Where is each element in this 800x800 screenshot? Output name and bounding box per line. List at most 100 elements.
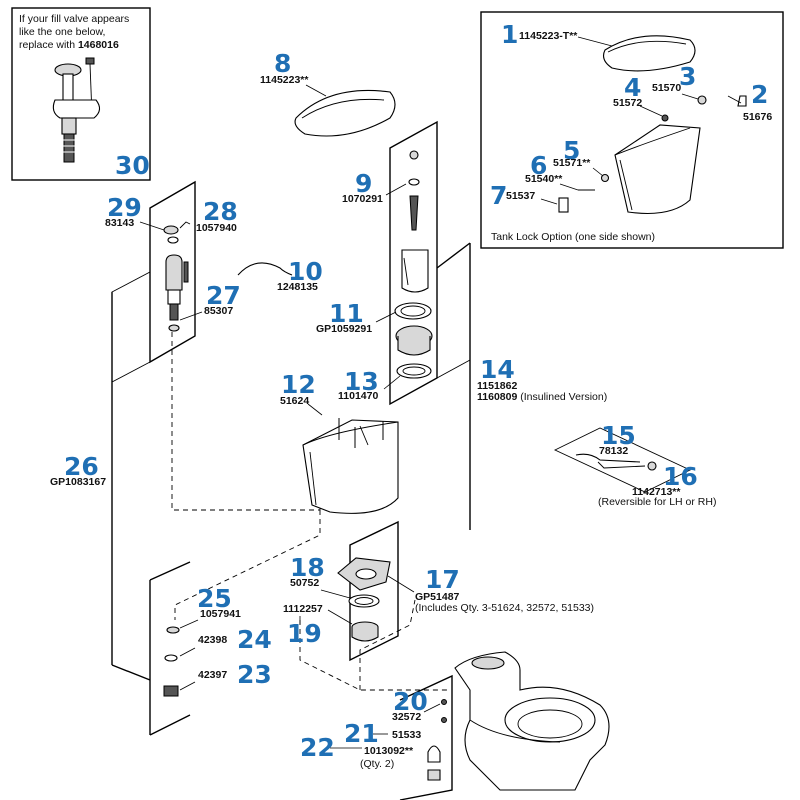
tank-lock-frame <box>480 11 784 249</box>
callout-22-number: 22 <box>300 733 335 762</box>
callout-8-number: 8 <box>274 49 291 78</box>
callout-4-part: 51572 <box>613 97 642 109</box>
callout-16-note: (Reversible for LH or RH) <box>598 496 716 508</box>
callout-28-number: 28 <box>203 197 238 226</box>
callout-1-number: 1 <box>501 20 518 49</box>
part-22-cap <box>427 745 441 763</box>
callout-27-part: 85307 <box>204 305 233 317</box>
callout-11-part: GP1059291 <box>316 323 372 335</box>
callout-2-part: 51676 <box>743 111 772 123</box>
fill-valve-assembly <box>163 221 191 332</box>
callout-14-number: 14 <box>480 355 515 384</box>
callout-27-number: 27 <box>206 281 241 310</box>
callout-3-part: 51570 <box>652 82 681 94</box>
callout-4-number: 4 <box>624 73 641 102</box>
callout-21-number: 21 <box>344 719 379 748</box>
callout-30-number: 30 <box>115 151 150 180</box>
callout-22-part: 1013092** <box>364 745 414 757</box>
callout-7-part: 51537 <box>506 190 535 202</box>
callout-7-number: 7 <box>490 181 507 210</box>
callout-12-part: 51624 <box>280 395 309 407</box>
part-18-gasket <box>348 594 380 608</box>
callout-5-part: 51571** <box>553 157 591 169</box>
part-7-bracket <box>558 197 569 213</box>
callout-24-number: 24 <box>237 625 272 654</box>
callout-17-part: GP51487 <box>415 591 460 603</box>
tank-lid-1-illustration <box>603 35 696 72</box>
part-27-nut <box>168 324 180 332</box>
part-2-clip <box>737 95 747 107</box>
part-5-grommet <box>600 173 610 183</box>
callout-20-part: 32572 <box>392 711 421 723</box>
part-10-refill-tube <box>237 262 293 276</box>
callout-13-part: 1101470 <box>338 390 378 402</box>
tank-14 <box>302 418 399 514</box>
callout-15-part: 78132 <box>599 445 628 457</box>
trip-lever <box>575 453 657 471</box>
callout-10-number: 10 <box>288 257 323 286</box>
callout-17-number: 17 <box>425 565 460 594</box>
tank-lock-inset: 1 1145223-T** 2 51676 3 51570 4 51572 5 … <box>480 11 784 249</box>
callout-20-number: 20 <box>393 687 428 716</box>
flange-panel <box>349 520 399 662</box>
toilet-bowl <box>454 651 610 791</box>
callout-26-number: 26 <box>64 452 99 481</box>
callout-10-part: 1248135 <box>277 281 318 293</box>
callout-14-part-2: 1160809 (Insulined Version) <box>477 391 607 403</box>
part-16-nut <box>647 461 657 471</box>
callout-16-part: 1142713** <box>632 486 681 498</box>
inset-frame <box>11 7 151 181</box>
inset-note-line3: replace with 1468016 <box>19 39 119 51</box>
tank-bolt-hardware <box>163 626 180 697</box>
callout-25-number: 25 <box>197 584 232 613</box>
part-4-washer <box>661 114 669 122</box>
flush-valve-assembly <box>394 150 433 379</box>
callout-23-number: 23 <box>237 660 272 689</box>
callout-18-part: 50752 <box>290 577 319 589</box>
part-23-nut <box>163 685 179 697</box>
callout-29-number: 29 <box>107 193 142 222</box>
callout-8-part: 1145223** <box>260 74 309 86</box>
part-25-washer <box>166 626 180 634</box>
callout-11-number: 11 <box>329 299 364 328</box>
callout-12-number: 12 <box>281 370 316 399</box>
inset-note-line2: like the one below, <box>19 26 105 38</box>
part-11-gasket <box>394 302 432 320</box>
callout-9-number: 9 <box>355 169 372 198</box>
callout-6-number: 6 <box>530 151 547 180</box>
fill-valve-inset: If your fill valve appears like the one … <box>11 7 151 181</box>
callout-24-part: 42398 <box>198 634 227 646</box>
bolt-panel <box>399 674 453 800</box>
callout-5-number: 5 <box>563 136 580 165</box>
part-3-nut <box>697 95 707 105</box>
callout-3-number: 3 <box>679 62 696 91</box>
callout-22-note: (Qty. 2) <box>360 758 394 770</box>
callout-29-part: 83143 <box>105 217 134 229</box>
callout-18-number: 18 <box>290 553 325 582</box>
callout-19-part: 1112257 <box>283 603 323 615</box>
left-frame-edge <box>111 271 151 383</box>
callout-17-note: (Includes Qty. 3-51624, 32572, 51533) <box>415 602 594 614</box>
callout-2-number: 2 <box>751 80 768 109</box>
part-21-nut <box>441 717 447 723</box>
part-13-gasket <box>396 363 432 379</box>
tank-1-illustration <box>614 124 701 215</box>
part-29-cap <box>163 225 179 235</box>
callout-26-part: GP1083167 <box>50 476 106 488</box>
bowl-hardware <box>427 699 447 781</box>
callout-6-part: 51540** <box>525 173 563 185</box>
part-20-washer <box>441 699 447 705</box>
part-24-washer <box>164 654 178 662</box>
callout-28-part: 1057940 <box>196 222 237 234</box>
callout-16-number: 16 <box>663 462 698 491</box>
assembly-panels <box>111 120 692 800</box>
callout-23-part: 42397 <box>198 669 227 681</box>
callout-14-part-1: 1151862 <box>477 380 517 392</box>
tank-lock-caption: Tank Lock Option (one side shown) <box>491 231 655 243</box>
callout-21-part: 51533 <box>392 729 421 741</box>
tank-lid-8 <box>294 89 396 137</box>
trip-lever-panel <box>553 427 692 493</box>
callout-25-part: 1057941 <box>200 608 241 620</box>
old-fill-valve-illustration <box>52 57 101 163</box>
